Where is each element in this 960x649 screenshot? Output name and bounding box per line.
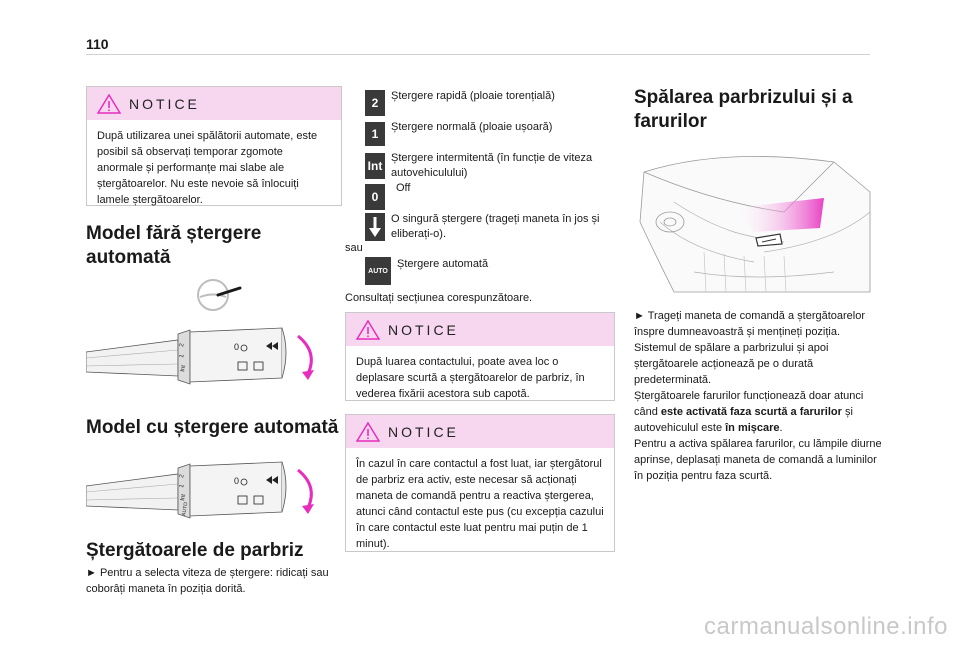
wiper-intermittent-icon: Int [365, 153, 385, 179]
stalk-auto-label-1: 1 [179, 483, 186, 488]
stalk-auto-label-0: 0 [234, 476, 239, 486]
stalk-label-0: 0 [234, 342, 239, 352]
top-rule [86, 54, 870, 55]
notice-body: După utilizarea unei spălătorii automate… [97, 130, 318, 206]
notice-body: După luarea contactului, poate avea loc … [356, 356, 585, 400]
stalk-symbol-a [237, 361, 248, 371]
mode-row-auto: AUTO Ștergere automată [365, 257, 488, 285]
heading-windscreen-headlamp-wash: Spălarea parbrizului și a farurilor [634, 87, 853, 132]
notice-header: NOTICE [87, 87, 341, 120]
stalk-label-2: 2 [179, 342, 186, 347]
mode-text-normal: Ștergere normală (ploaie ușoară) [391, 121, 553, 133]
warning-icon [356, 421, 380, 442]
text-consult-section: Consultați secțiunea corespunzătoare. [345, 292, 533, 304]
washer-step: ► Trageți maneta de comandă a ștergătoar… [634, 310, 866, 338]
auto-wipe-icon: AUTO [365, 257, 391, 285]
washer-instructions: ► Trageți maneta de comandă a ștergătoar… [634, 308, 886, 484]
stalk-label-1: 1 [179, 353, 186, 358]
heading-model-without-auto: Model fără ștergere automată [86, 223, 262, 268]
paragraph-select-speed: ► Pentru a selecta viteza de ștergere: r… [86, 567, 329, 595]
stalk-auto-symbol-a [237, 495, 248, 505]
notice-header: NOTICE [346, 313, 614, 346]
steering-wheel-icon [197, 279, 242, 311]
wiper-speed-1-icon: 1 [365, 122, 385, 146]
stalk-auto-label-2: 2 [179, 473, 186, 478]
notice-title: NOTICE [388, 321, 459, 338]
car-front-washer-illustration [639, 155, 871, 293]
mode-text-auto: Ștergere automată [397, 258, 489, 270]
text-sau: sau [345, 242, 363, 254]
mode-text-off: Off [396, 182, 411, 194]
mode-text-fast: Ștergere rapidă (ploaie torențială) [391, 90, 555, 102]
mode-row-normal: 1 Ștergere normală (ploaie ușoară) [365, 120, 621, 146]
notice-title: NOTICE [129, 95, 200, 112]
page-number: 110 [86, 36, 109, 52]
heading-windscreen-wipers: Ștergătoarele de parbriz [86, 540, 304, 561]
warning-icon [97, 93, 121, 114]
stalk-auto-label-auto: AUTO [181, 502, 189, 517]
down-arrow-icon [365, 213, 385, 241]
wiper-speed-2-icon: 2 [365, 90, 385, 116]
notice-body: În cazul în care contactul a fost luat, … [356, 458, 604, 550]
wiper-off-icon: 0 [365, 184, 385, 210]
mode-row-fast: 2 Ștergere rapidă (ploaie torențială) [365, 89, 621, 116]
wiper-stalk-illustration: 2 1 Int 0 [86, 327, 314, 385]
headlamp-wash-condition: Ștergătoarele farurilor funcționează doa… [634, 390, 864, 434]
washer-description: Sistemul de spălare a parbrizului și apo… [634, 342, 829, 386]
stalk-label-int: Int [180, 364, 187, 372]
notice-header: NOTICE [346, 415, 614, 448]
notice-box-car-wash: NOTICE După utilizarea unei spălătorii a… [86, 86, 342, 206]
notice-box-ignition: NOTICE După luarea contactului, poate av… [345, 312, 615, 401]
mode-row-intermittent: Int Ștergere intermitentă (în funcție de… [365, 151, 617, 181]
stalk-auto-symbol-b [253, 495, 264, 505]
notice-title: NOTICE [388, 423, 459, 440]
stalk-symbol-b [253, 361, 264, 371]
notice-box-reactivate: NOTICE În cazul în care contactul a fost… [345, 414, 615, 552]
mode-row-single-wipe: O singură ștergere (trageți maneta în jo… [365, 212, 611, 242]
heading-model-with-auto: Model cu ștergere automată [86, 417, 339, 438]
watermark: carmanualsonline.info [704, 613, 948, 640]
wiper-stalk-auto-illustration: 2 1 Int AUTO 0 [86, 461, 314, 519]
mode-text-single-wipe: O singură ștergere (trageți maneta în jo… [391, 213, 600, 240]
warning-icon [356, 319, 380, 340]
stalk-auto-label-int: Int [180, 493, 187, 501]
mode-text-intermittent: Ștergere intermitentă (în funcție de vit… [391, 152, 593, 179]
headlamp-wash-activation: Pentru a activa spălarea farurilor, cu l… [634, 438, 882, 482]
